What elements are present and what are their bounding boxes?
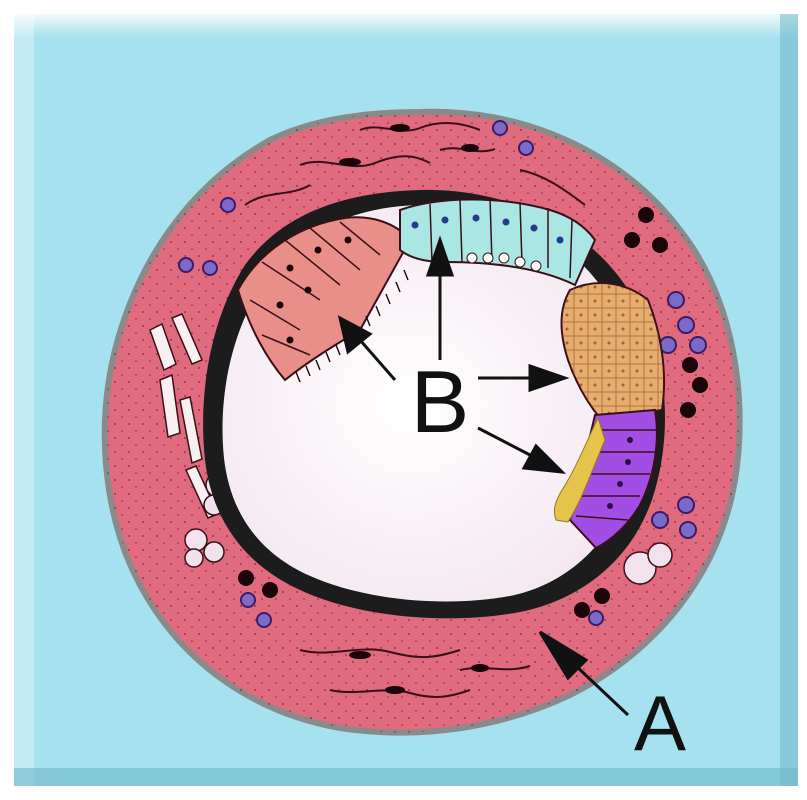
panel-shadow-bottom	[14, 768, 798, 786]
panel-shadow-right	[780, 14, 798, 786]
label-a: A	[634, 679, 686, 767]
panel-bevel-left	[14, 14, 34, 786]
label-b: B	[411, 352, 470, 451]
panel-bevel-top	[14, 14, 798, 38]
